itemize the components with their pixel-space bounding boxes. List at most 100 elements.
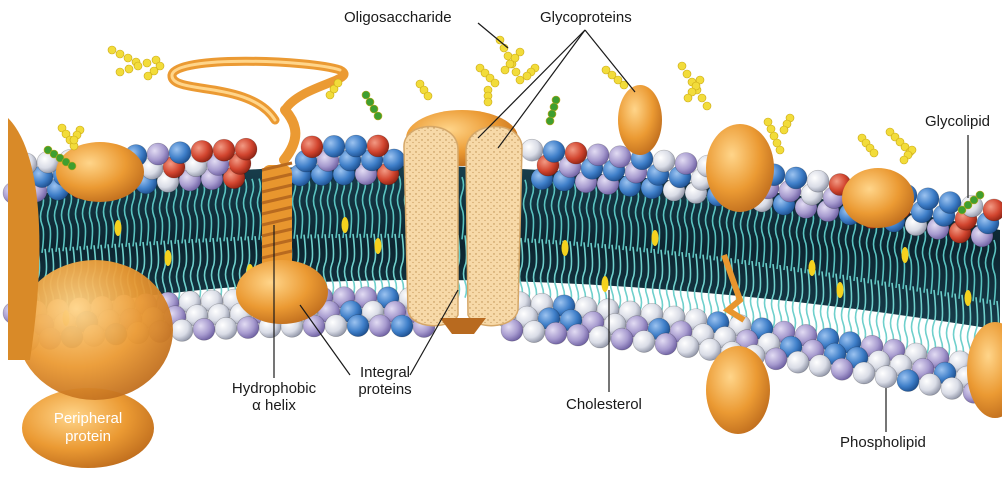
sugar-residue xyxy=(684,94,692,102)
sugar-residue xyxy=(134,62,142,70)
sugar-residue xyxy=(70,136,78,144)
phospholipid-head xyxy=(567,324,589,346)
sugar-residue xyxy=(144,72,152,80)
phospholipid-head xyxy=(235,138,257,160)
sugar-residue xyxy=(678,62,686,70)
sugar-residue xyxy=(516,76,524,84)
sugar-residue xyxy=(698,94,706,102)
sugar-residue xyxy=(116,68,124,76)
phospholipid-head xyxy=(301,136,323,158)
left-edge-protein xyxy=(17,260,173,400)
phospholipid-head xyxy=(655,333,677,355)
phospholipid-head xyxy=(677,336,699,358)
channel-left-subunit xyxy=(404,127,458,326)
phospholipid-head xyxy=(565,142,587,164)
right-edge-protein xyxy=(967,322,1002,418)
sugar-residue xyxy=(900,156,908,164)
phospholipid-head xyxy=(369,315,391,337)
phospholipid-head xyxy=(785,167,807,189)
phospholipid-head xyxy=(853,362,875,384)
phospholipid-head xyxy=(919,373,941,395)
phospholipid-head xyxy=(367,135,389,157)
phospholipid-head xyxy=(939,191,961,213)
sugar-residue xyxy=(374,112,382,120)
label-integral-proteins: Integral proteins xyxy=(340,364,430,398)
label-integral-line2: proteins xyxy=(340,381,430,398)
cholesterol-molecule xyxy=(115,220,122,236)
phospholipid-head xyxy=(787,351,809,373)
phospholipid-head xyxy=(807,170,829,192)
sugar-residue xyxy=(124,54,132,62)
phospholipid-head xyxy=(237,317,259,339)
phospholipid-head xyxy=(545,322,567,344)
label-glycoproteins: Glycoproteins xyxy=(540,9,632,26)
left-edge-protein-slab xyxy=(8,118,39,360)
phospholipid-head xyxy=(323,135,345,157)
label-peripheral-line2: protein xyxy=(38,428,138,446)
phospholipid-head xyxy=(523,321,545,343)
helix-cytoplasmic-domain xyxy=(236,260,328,324)
sugar-residue xyxy=(496,36,504,44)
phospholipid-head xyxy=(345,135,367,157)
phospholipid-head xyxy=(213,139,235,161)
label-hydrophobic-line1: Hydrophobic xyxy=(218,380,330,397)
phospholipid-head xyxy=(653,150,675,172)
phospholipid-head xyxy=(169,142,191,164)
phospholipid-head xyxy=(391,315,413,337)
sugar-residue xyxy=(362,91,370,99)
sugar-residue xyxy=(776,146,784,154)
cholesterol-molecule xyxy=(375,238,382,254)
cholesterol-molecule xyxy=(837,282,844,298)
sugar-residue xyxy=(780,126,788,134)
cholesterol-molecule xyxy=(165,250,172,266)
leader-oligosaccharide xyxy=(478,23,508,48)
left-surface-protein xyxy=(56,142,144,202)
sugar-residue xyxy=(424,92,432,100)
phospholipid-head xyxy=(809,355,831,377)
sugar-residue xyxy=(68,162,76,170)
label-cholesterol: Cholesterol xyxy=(566,396,642,413)
sugar-residue xyxy=(976,191,984,199)
helix-loop xyxy=(172,61,344,120)
glycoprotein-right-b xyxy=(706,124,774,212)
sugar-residue xyxy=(484,98,492,106)
phospholipid-head xyxy=(917,188,939,210)
sugar-residue xyxy=(703,102,711,110)
phospholipid-head xyxy=(521,139,543,161)
cholesterol-molecule xyxy=(652,230,659,246)
phospholipid-head xyxy=(147,143,169,165)
sugar-residue xyxy=(501,66,509,74)
helix-top-stem xyxy=(284,110,295,160)
sugar-residue xyxy=(491,79,499,87)
label-peripheral-line1: Peripheral xyxy=(38,410,138,428)
phospholipid-head xyxy=(193,318,215,340)
phospholipid-head xyxy=(589,326,611,348)
label-hydrophobic-line2: α helix xyxy=(218,397,330,414)
cholesterol-molecule xyxy=(342,217,349,233)
glycoprotein-right-c xyxy=(842,168,914,228)
label-hydrophobic-helix: Hydrophobic α helix xyxy=(218,380,330,414)
phospholipid-head xyxy=(611,328,633,350)
cholesterol-molecule xyxy=(562,240,569,256)
cholesterol-molecule xyxy=(965,290,972,306)
cholesterol-molecule xyxy=(809,260,816,276)
label-integral-line1: Integral xyxy=(340,364,430,381)
lower-protein-right xyxy=(706,346,770,434)
phospholipid-head xyxy=(171,319,193,341)
leader-glycoproteins-c xyxy=(585,30,635,92)
leader-glycoproteins-b xyxy=(498,30,585,148)
phospholipid-head xyxy=(831,358,853,380)
phospholipid-head xyxy=(675,153,697,175)
sugar-residue xyxy=(334,79,342,87)
sugar-residue xyxy=(108,46,116,54)
phospholipid-head xyxy=(543,141,565,163)
phospholipid-head xyxy=(325,315,347,337)
phospholipid-head xyxy=(215,317,237,339)
phospholipid-head xyxy=(191,140,213,162)
channel-right-subunit xyxy=(466,127,522,326)
label-peripheral-protein: Peripheral protein xyxy=(38,410,138,446)
sugar-residue xyxy=(512,68,520,76)
label-glycolipid: Glycolipid xyxy=(925,113,990,130)
sugar-residue xyxy=(366,98,374,106)
